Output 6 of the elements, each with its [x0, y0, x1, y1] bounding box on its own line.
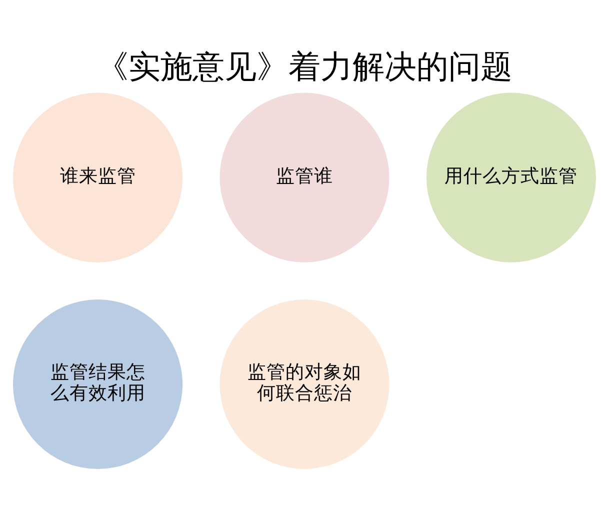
node-circle: 监管结果怎么有效利用 — [13, 299, 183, 470]
diagram-title: 《实施意见》着力解决的问题 — [96, 48, 512, 86]
node-circle: 谁来监管 — [13, 92, 183, 262]
node-circle: 监管的对象如何联合惩治 — [220, 299, 390, 470]
node-circle: 监管谁 — [220, 92, 390, 262]
node-circle: 用什么方式监管 — [426, 92, 596, 262]
